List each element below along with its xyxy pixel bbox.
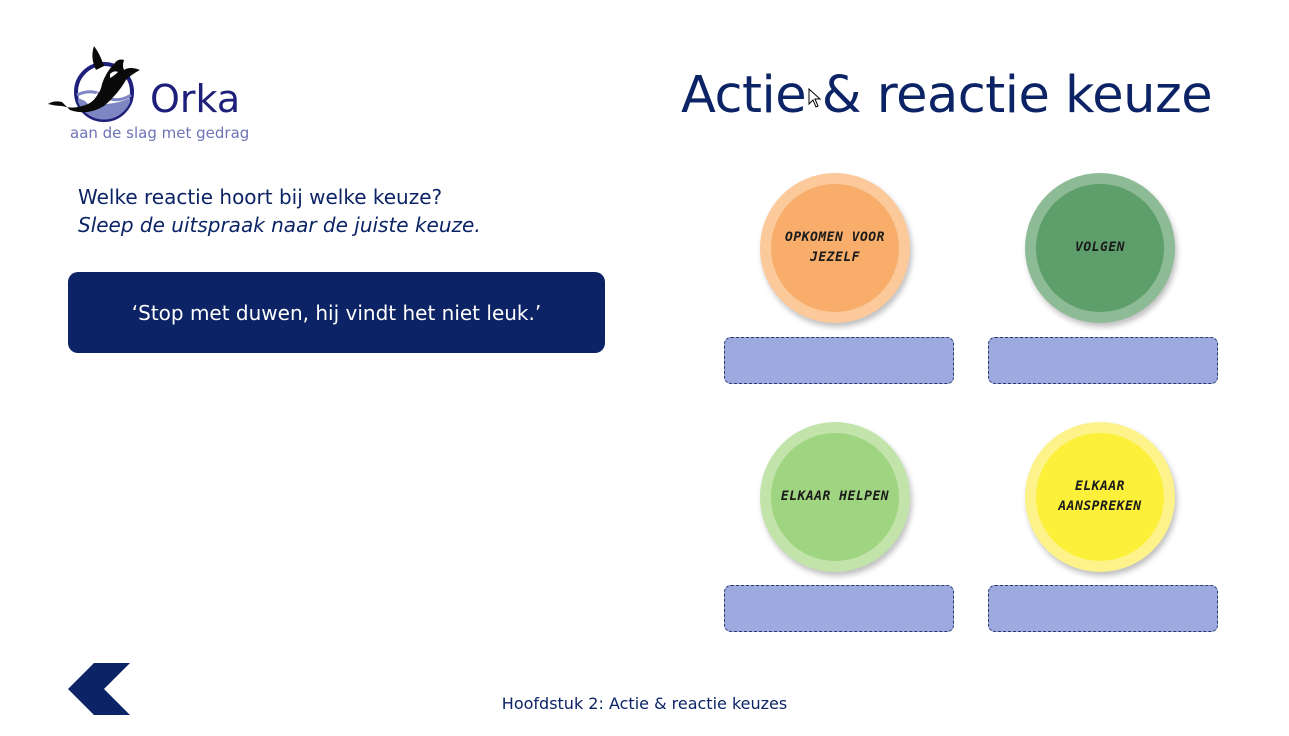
footer-chapter-label: Hoofdstuk 2: Actie & reactie keuzes [501, 694, 788, 713]
orca-logo-icon [48, 46, 140, 122]
choice-label: ELKAAR HELPEN [780, 489, 890, 504]
choice-label: ELKAAR AANSPREKEN [1058, 479, 1142, 514]
choice-circle-inner: ELKAAR AANSPREKEN [1036, 433, 1164, 561]
choice-circle-inner: ELKAAR HELPEN [771, 433, 899, 561]
logo-tagline: aan de slag met gedrag [70, 124, 250, 142]
chevron-left-icon [68, 663, 130, 715]
draggable-statement-card[interactable]: ‘Stop met duwen, hij vindt het niet leuk… [68, 272, 605, 353]
orka-logo: Orka aan de slag met gedrag [44, 40, 252, 148]
choice-circle-volgen: VOLGEN [1025, 173, 1175, 323]
choice-circle-opkomen: OPKOMEN VOOR JEZELF [760, 173, 910, 323]
logo-word: Orka [150, 77, 241, 121]
back-button[interactable] [68, 663, 130, 715]
choice-circle-helpen: ELKAAR HELPEN [760, 422, 910, 572]
instruction-text: Sleep de uitspraak naar de juiste keuze. [78, 213, 481, 237]
choice-label: VOLGEN [1075, 240, 1125, 255]
choice-circle-inner: OPKOMEN VOOR JEZELF [771, 184, 899, 312]
drop-zone-aanspreken[interactable] [988, 585, 1218, 632]
choice-circle-inner: VOLGEN [1036, 184, 1164, 312]
page-title: Actie & reactie keuze [681, 66, 1213, 125]
drop-zone-opkomen[interactable] [724, 337, 954, 384]
mouse-cursor-icon [808, 88, 822, 108]
drop-zone-volgen[interactable] [988, 337, 1218, 384]
drop-zone-helpen[interactable] [724, 585, 954, 632]
choice-circle-aanspreken: ELKAAR AANSPREKEN [1025, 422, 1175, 572]
choice-label: OPKOMEN VOOR JEZELF [785, 230, 885, 265]
question-text: Welke reactie hoort bij welke keuze? [78, 185, 443, 209]
